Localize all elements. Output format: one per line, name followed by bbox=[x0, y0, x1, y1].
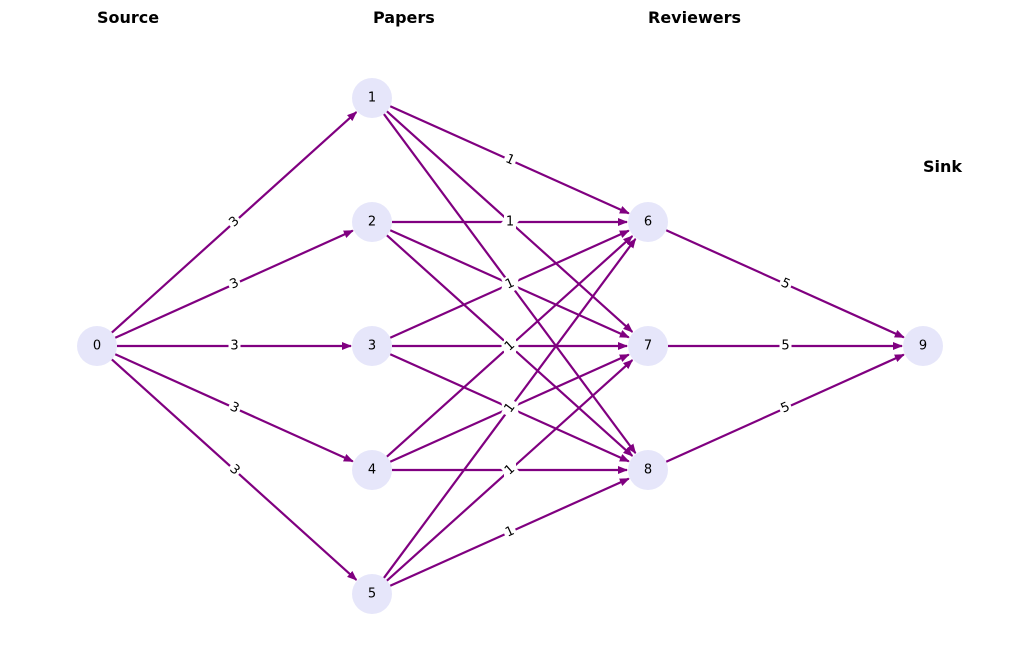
edge-label-4-6: 1 bbox=[500, 336, 520, 356]
node-5: 5 bbox=[352, 574, 392, 614]
edge-label-0-2: 3 bbox=[225, 274, 244, 294]
svg-text:3: 3 bbox=[230, 339, 238, 354]
node-label-2: 2 bbox=[368, 215, 376, 230]
node-7: 7 bbox=[628, 326, 668, 366]
node-label-8: 8 bbox=[644, 463, 652, 478]
papers-column-label: Papers bbox=[373, 8, 435, 27]
node-9: 9 bbox=[903, 326, 943, 366]
source-column-label: Source bbox=[97, 8, 160, 27]
edge-label-5-7: 1 bbox=[500, 460, 520, 480]
node-3: 3 bbox=[352, 326, 392, 366]
node-label-1: 1 bbox=[368, 91, 376, 106]
node-6: 6 bbox=[628, 202, 668, 242]
edge-label-3-6: 1 bbox=[501, 274, 519, 294]
node-label-9: 9 bbox=[919, 339, 927, 354]
svg-text:1: 1 bbox=[506, 215, 514, 230]
node-1: 1 bbox=[352, 78, 392, 118]
node-8: 8 bbox=[628, 450, 668, 490]
node-label-0: 0 bbox=[93, 339, 101, 354]
node-0: 0 bbox=[77, 326, 117, 366]
node-label-3: 3 bbox=[368, 339, 376, 354]
edge-label-0-1: 3 bbox=[224, 212, 245, 232]
edge-label-8-9: 5 bbox=[776, 398, 795, 418]
edge-label-6-9: 5 bbox=[776, 274, 795, 294]
svg-text:5: 5 bbox=[781, 339, 789, 354]
node-label-5: 5 bbox=[368, 587, 376, 602]
edge-label-7-9: 5 bbox=[779, 338, 792, 354]
edge-label-5-6: 1 bbox=[500, 398, 520, 418]
node-label-4: 4 bbox=[368, 463, 376, 478]
nodes-layer: 0 1 2 3 4 5 6 7 8 9 bbox=[77, 78, 943, 614]
node-2: 2 bbox=[352, 202, 392, 242]
edge-labels-layer: 33333111111111111111555 bbox=[224, 150, 795, 542]
edge-label-2-6: 1 bbox=[504, 214, 516, 230]
node-label-7: 7 bbox=[644, 339, 652, 354]
edge-label-5-8: 1 bbox=[501, 522, 519, 542]
edge-label-0-3: 3 bbox=[228, 338, 241, 354]
reviewers-column-label: Reviewers bbox=[648, 8, 741, 27]
edge-label-1-6: 1 bbox=[501, 150, 519, 170]
edge-label-0-5: 3 bbox=[224, 460, 245, 480]
sink-column-label: Sink bbox=[923, 157, 963, 176]
node-label-6: 6 bbox=[644, 215, 652, 230]
node-4: 4 bbox=[352, 450, 392, 490]
edge-label-0-4: 3 bbox=[225, 398, 244, 418]
